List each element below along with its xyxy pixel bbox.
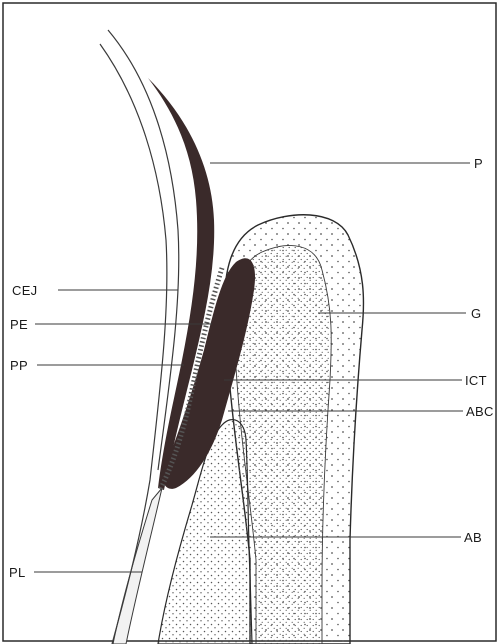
label-ict: ICT bbox=[465, 373, 487, 388]
label-pp: PP bbox=[10, 358, 28, 373]
label-g: G bbox=[471, 306, 481, 321]
label-pe: PE bbox=[10, 317, 28, 332]
label-ab: AB bbox=[464, 530, 482, 545]
label-p: P bbox=[474, 156, 483, 171]
label-abc: ABC bbox=[466, 404, 494, 419]
label-pl: PL bbox=[9, 565, 26, 580]
label-cej: CEJ bbox=[12, 283, 37, 298]
